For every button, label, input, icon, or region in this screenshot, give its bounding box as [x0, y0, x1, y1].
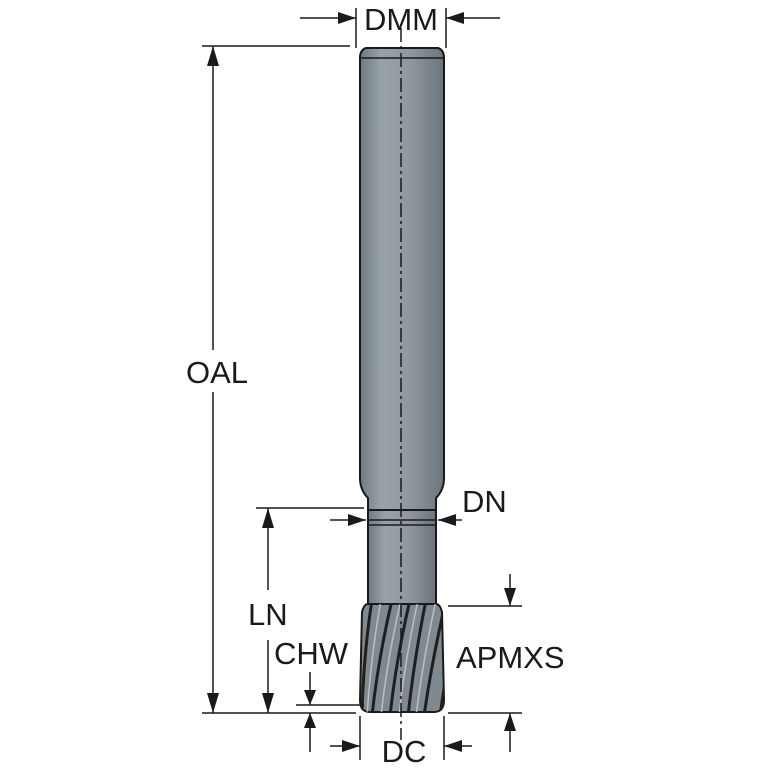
dimension-lines	[202, 8, 522, 760]
label-chw: CHW	[274, 636, 349, 671]
label-oal: OAL	[186, 355, 248, 390]
label-dn: DN	[462, 484, 507, 519]
tool-body	[358, 28, 446, 740]
label-ln: LN	[248, 597, 288, 632]
neck	[367, 509, 437, 605]
dimension-labels: DMM OAL DN LN CHW APMXS DC	[186, 2, 565, 769]
label-dmm: DMM	[364, 2, 438, 37]
label-dc: DC	[382, 734, 427, 767]
cutting-head	[358, 603, 446, 713]
label-apmxs: APMXS	[456, 640, 565, 675]
shank	[359, 47, 445, 511]
